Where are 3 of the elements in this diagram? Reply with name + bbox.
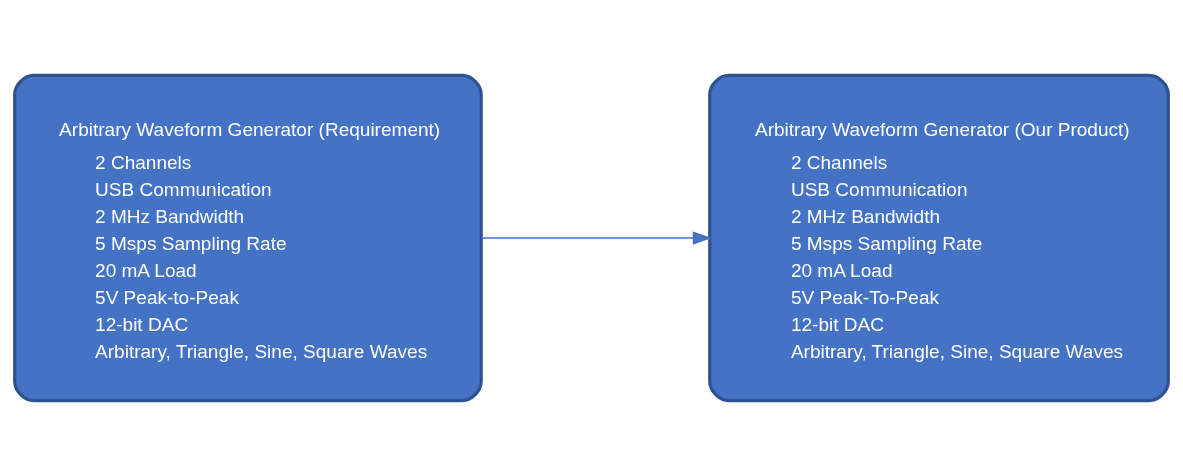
node-box: Arbitrary Waveform Generator (Our Product) 2 Channels USB Communication 2 MHz Bandwidth 5 Msps Sampling Rate 20 mA Load 5V Peak-To-Peak 12-bit DAC Arbitrary, Triangle, Sine, Square Waves (708, 73, 1170, 403)
arrow (480, 231, 712, 245)
node-box: Arbitrary Waveform Generator (Requirement) 2 Channels USB Communication 2 MHz Bandwidth 5 Msps Sampling Rate 20 mA Load 5V Peak-to-Peak 12-bit DAC Arbitrary, Triangle, Sine, Square Waves (13, 73, 483, 403)
